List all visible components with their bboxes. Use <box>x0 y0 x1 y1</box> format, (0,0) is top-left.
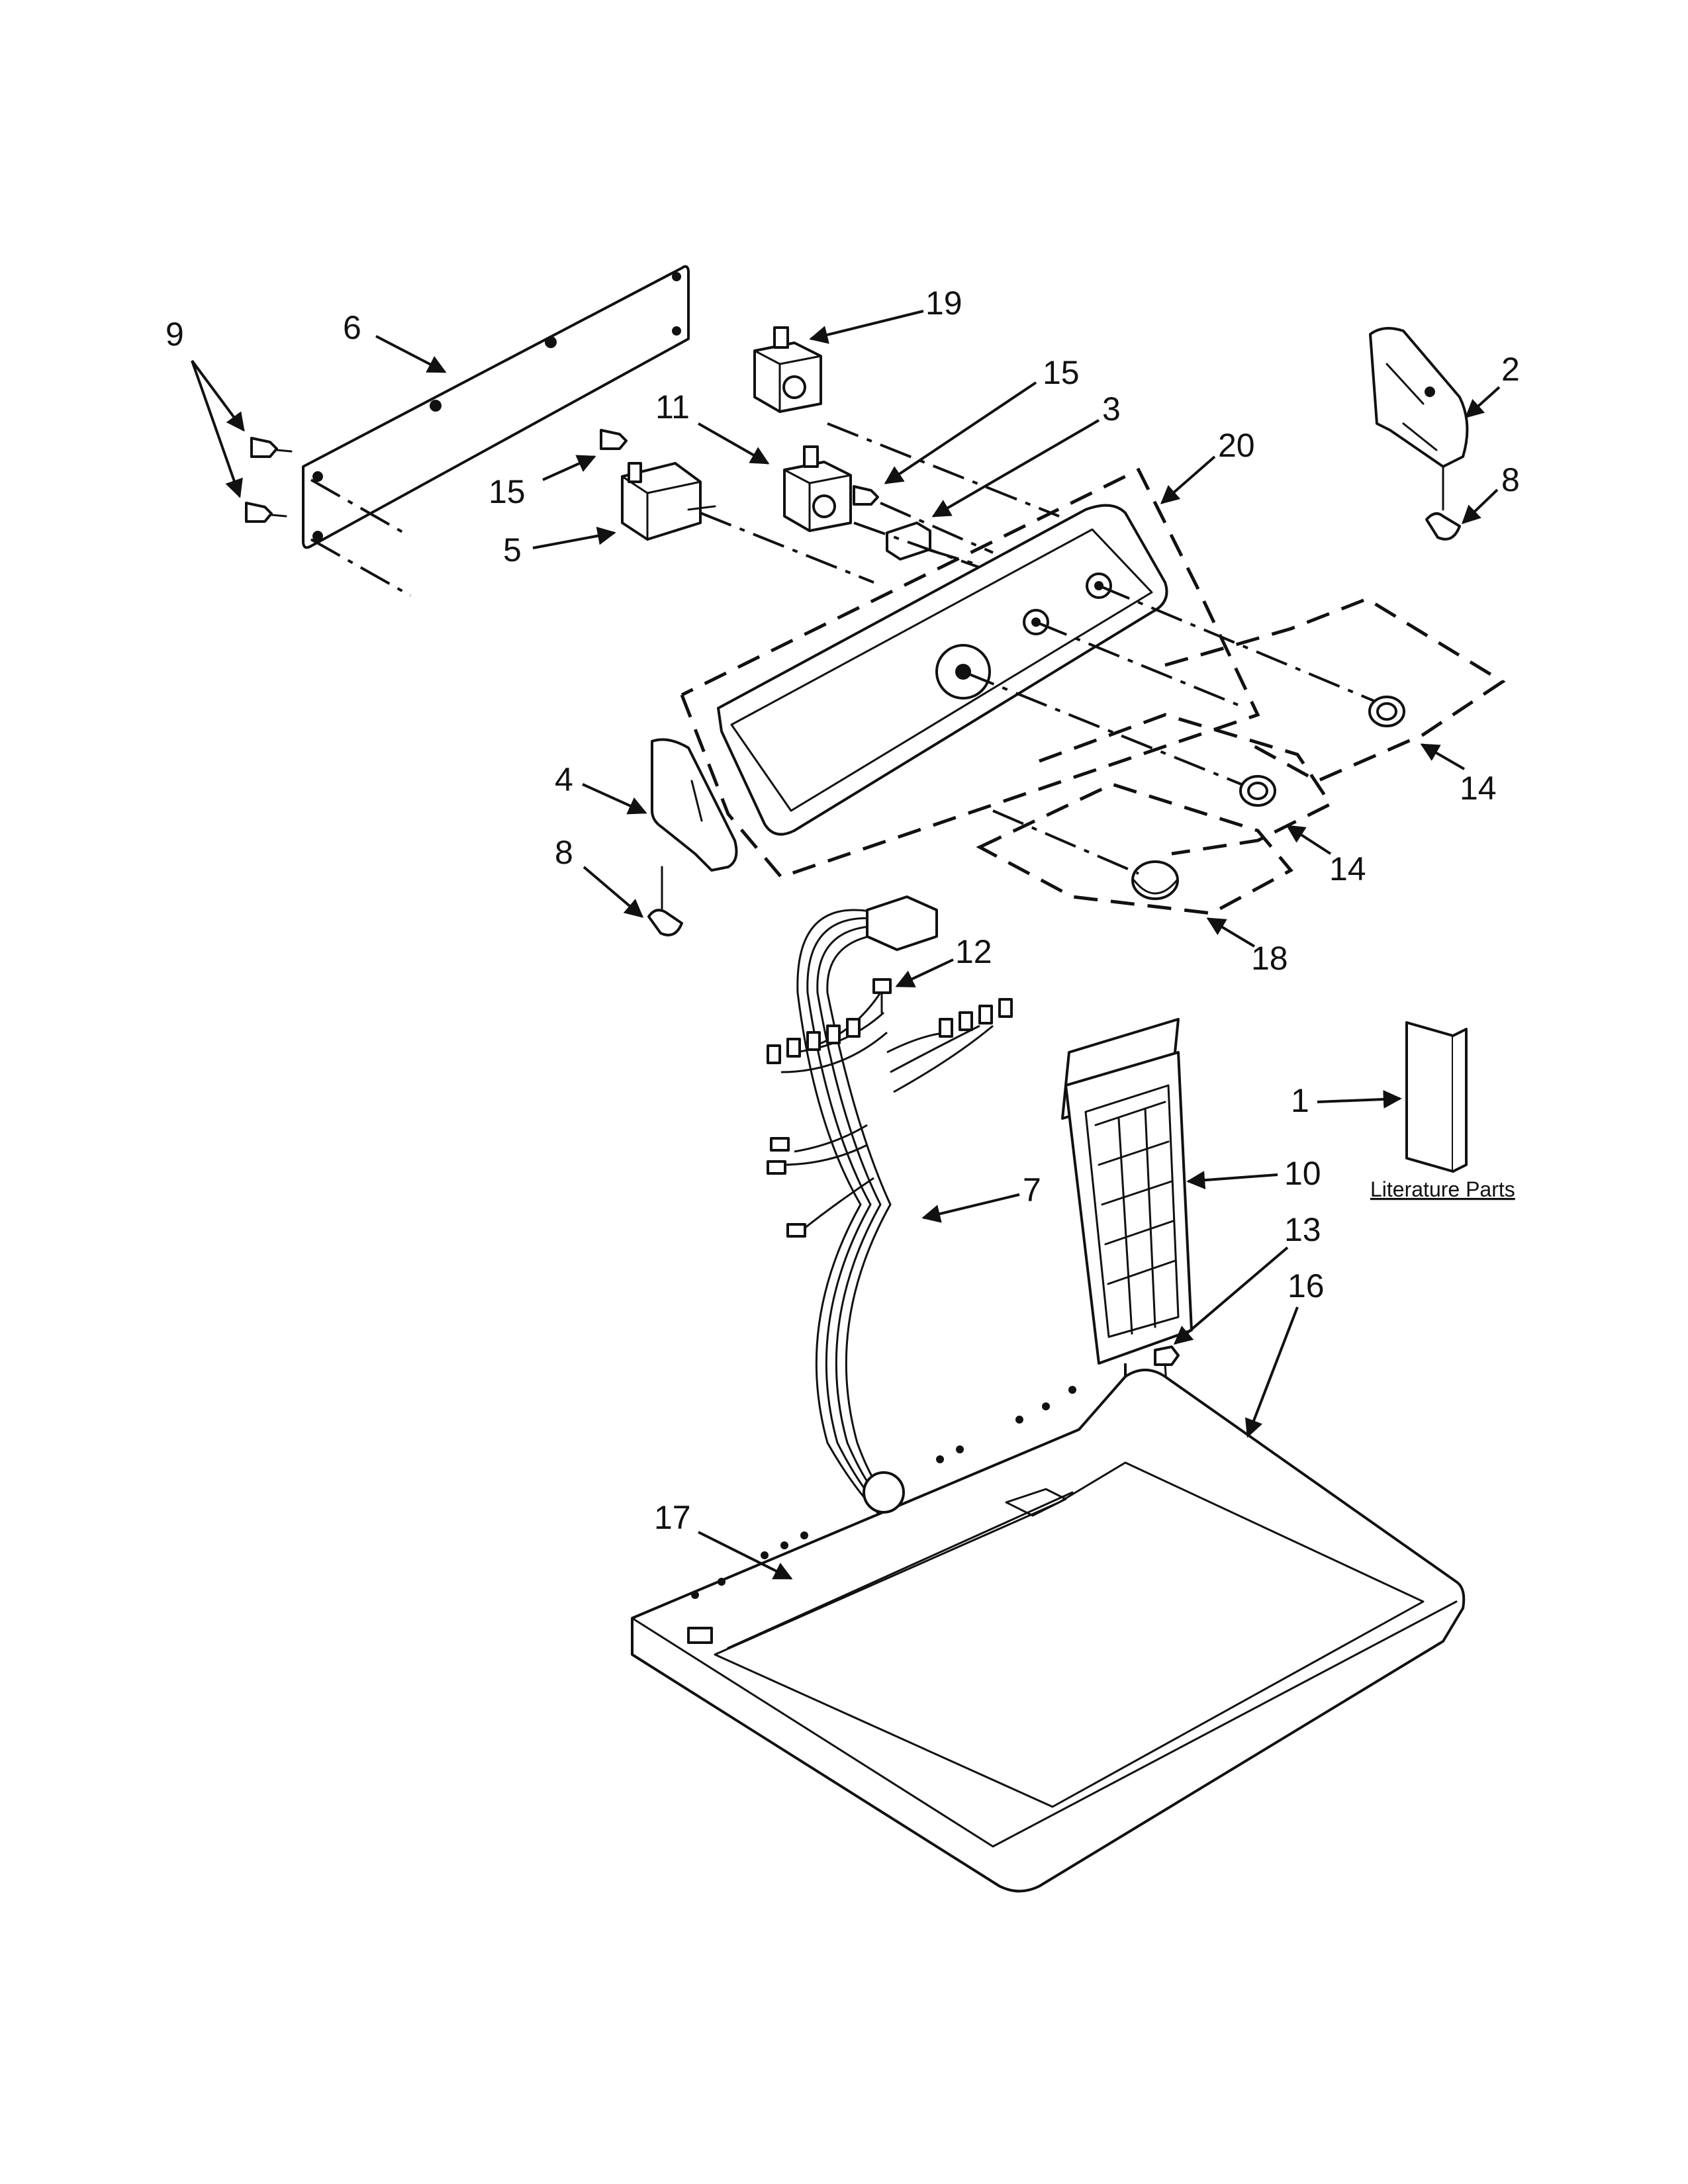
callout-19: 19 <box>925 285 962 322</box>
callout-12: 12 <box>955 933 992 970</box>
callout-8b: 8 <box>1501 461 1520 498</box>
callout-10: 10 <box>1284 1155 1321 1192</box>
clip-8b <box>1425 465 1461 541</box>
knob-14a <box>1368 696 1405 727</box>
callout-6: 6 <box>343 309 361 346</box>
switch-11 <box>783 445 852 532</box>
control-bracket <box>302 265 690 549</box>
literature-parts-label: Literature Parts <box>1370 1177 1515 1201</box>
switch-5 <box>621 462 716 541</box>
callout-11: 11 <box>655 388 690 426</box>
callout-14a: 14 <box>1460 770 1497 807</box>
console-panel <box>717 504 1168 836</box>
callout-2: 2 <box>1501 351 1520 388</box>
knob-box-14b <box>1039 713 1333 856</box>
callout-17: 17 <box>654 1499 691 1536</box>
switch-19 <box>753 326 822 413</box>
callout-16: 16 <box>1288 1267 1325 1304</box>
knob-14b <box>1239 775 1276 807</box>
end-cap-4 <box>651 738 738 872</box>
callout-3: 3 <box>1102 390 1121 428</box>
lint-screen-10 <box>1061 1018 1193 1365</box>
callout-20: 20 <box>1218 427 1255 464</box>
screw-12 <box>872 978 892 1014</box>
screw-9b <box>245 502 287 523</box>
wire-harness-7 <box>767 895 1013 1517</box>
literature-booklet <box>1405 1021 1468 1173</box>
callout-15b: 15 <box>1043 354 1080 391</box>
knob-box-14a <box>1164 597 1506 783</box>
callout-8a: 8 <box>555 834 573 871</box>
console-outline-20 <box>680 467 1260 879</box>
callouts: 6 9 15 5 11 19 15 3 20 2 8 4 <box>165 285 1520 1580</box>
callout-5: 5 <box>503 531 522 569</box>
screw-15b <box>853 485 879 506</box>
callout-15a: 15 <box>489 473 526 510</box>
screw-15a <box>600 429 628 450</box>
callout-9: 9 <box>165 316 184 353</box>
callout-4: 4 <box>555 761 573 798</box>
screw-9a <box>250 437 293 458</box>
callout-13: 13 <box>1284 1211 1321 1248</box>
knob-box-18 <box>976 782 1293 915</box>
screw-13 <box>1154 1345 1180 1385</box>
top-panel-16 <box>631 1369 1466 1893</box>
end-cap-2 <box>1369 327 1469 468</box>
clip-8a <box>647 866 683 936</box>
callout-1: 1 <box>1291 1082 1309 1119</box>
callout-7: 7 <box>1023 1171 1041 1208</box>
callout-18: 18 <box>1251 940 1288 977</box>
knob-18 <box>1131 860 1179 900</box>
callout-14b: 14 <box>1329 850 1366 887</box>
